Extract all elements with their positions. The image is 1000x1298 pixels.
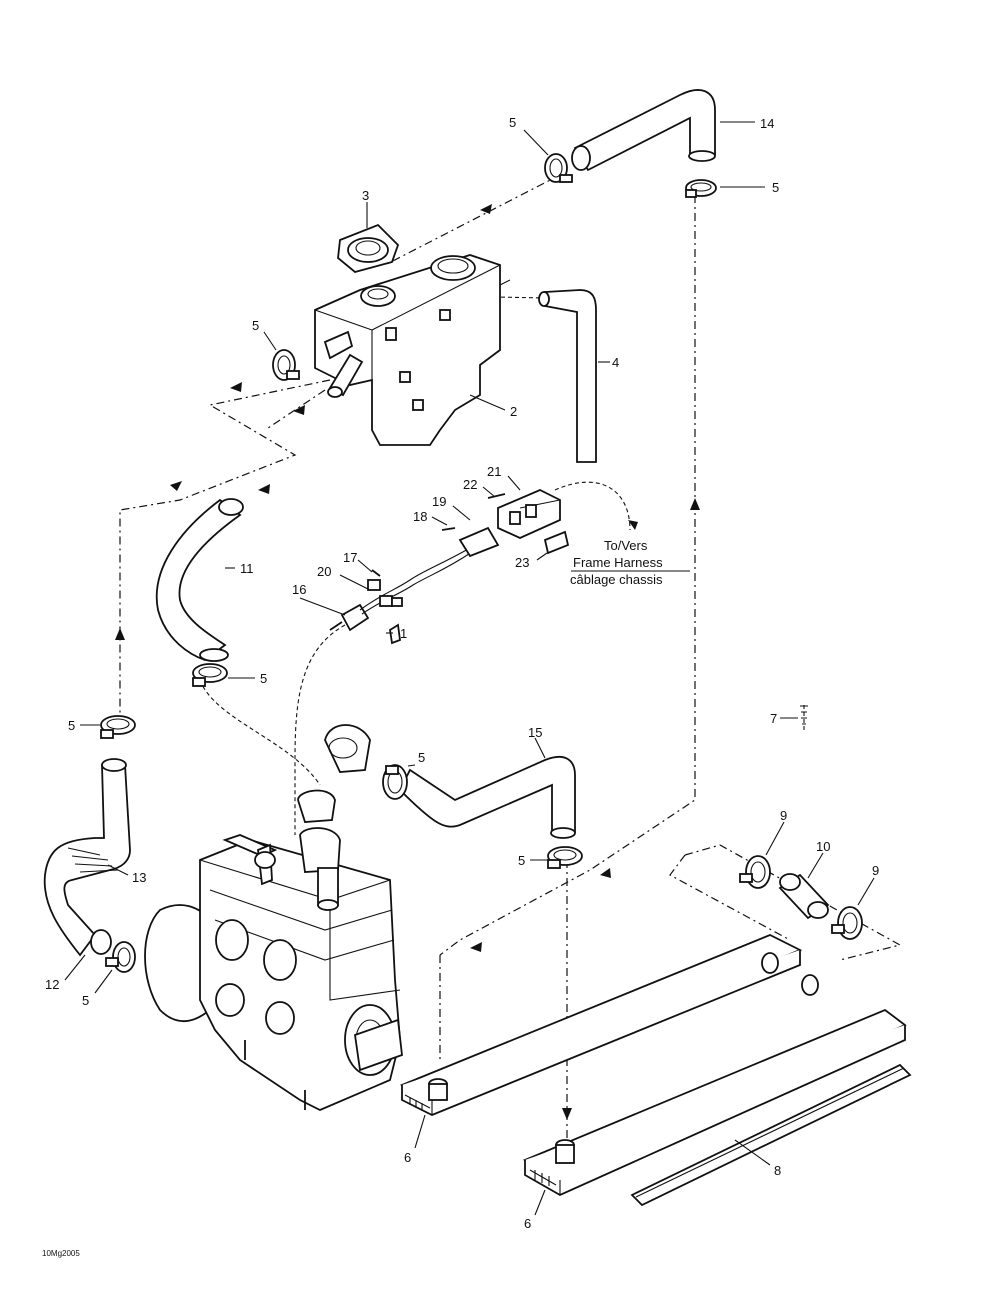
temperature-sensor-16 xyxy=(329,603,401,645)
note-line-2: Frame Harness xyxy=(573,555,663,570)
callout-17: 17 xyxy=(343,550,357,565)
clamp-9-left xyxy=(739,855,771,889)
hose-11 xyxy=(155,498,244,662)
callout-7: 7 xyxy=(770,711,777,726)
callout-11: 11 xyxy=(240,561,254,576)
callout-1: 1 xyxy=(400,626,407,641)
callout-5-g: 5 xyxy=(518,853,525,868)
figure-code: 10Mg2005 xyxy=(42,1249,80,1258)
callout-12: 12 xyxy=(45,977,59,992)
clamp-5-top xyxy=(544,153,573,183)
clamp-9-right xyxy=(831,906,863,940)
callout-6-b: 6 xyxy=(524,1216,531,1231)
flow-lines xyxy=(119,174,902,1140)
callout-5-h: 5 xyxy=(82,993,89,1008)
wiring-harness xyxy=(359,526,500,615)
cap-3 xyxy=(337,223,400,273)
engine-block xyxy=(144,827,403,1111)
callout-23: 23 xyxy=(515,555,529,570)
frame-harness-note: To/Vers Frame Harness câblage chassis xyxy=(570,538,690,587)
rail-8 xyxy=(630,1063,912,1207)
callout-5-d: 5 xyxy=(260,671,267,686)
hose-13 xyxy=(43,758,131,957)
callout-15: 15 xyxy=(528,725,542,740)
callout-20: 20 xyxy=(317,564,331,579)
coolant-reservoir-2 xyxy=(314,254,501,446)
fastener-7 xyxy=(800,705,808,730)
hose-12-end xyxy=(90,929,112,955)
callout-14: 14 xyxy=(760,116,774,131)
hose-14 xyxy=(571,89,716,172)
connector-21 xyxy=(487,489,561,539)
thermostat-housing xyxy=(297,724,371,823)
clamp-5-hose11 xyxy=(192,663,228,687)
callout-22: 22 xyxy=(463,477,477,492)
clamp-5-right xyxy=(685,179,717,198)
callout-9-b: 9 xyxy=(872,863,879,878)
clamp-5-hose13 xyxy=(100,715,136,739)
callout-4: 4 xyxy=(612,355,619,370)
callout-16: 16 xyxy=(292,582,306,597)
clamp-5-hose15 xyxy=(382,764,408,800)
clip-23 xyxy=(543,530,570,555)
callout-2: 2 xyxy=(510,404,517,419)
radiator-6-upper xyxy=(399,934,803,1116)
clamp-5-bottom15 xyxy=(547,846,583,869)
note-line-3: câblage chassis xyxy=(570,572,663,587)
callout-labels: 1 2 3 4 5 5 5 5 5 5 5 5 6 6 7 8 9 9 10 1… xyxy=(45,115,879,1231)
callout-8: 8 xyxy=(774,1163,781,1178)
callout-10: 10 xyxy=(816,839,830,854)
callout-21: 21 xyxy=(487,464,501,479)
hose-10 xyxy=(778,873,830,920)
callout-6-a: 6 xyxy=(404,1150,411,1165)
hose-15 xyxy=(398,755,576,839)
radiator-6-lower xyxy=(522,974,907,1197)
callout-9-a: 9 xyxy=(780,808,787,823)
hose-4 xyxy=(538,289,597,463)
leader-lines xyxy=(64,121,875,1216)
callout-19: 19 xyxy=(432,494,446,509)
clamp-5-reservoir xyxy=(272,349,300,381)
callout-13: 13 xyxy=(132,870,146,885)
note-line-1: To/Vers xyxy=(604,538,648,553)
callout-5-b: 5 xyxy=(772,180,779,195)
callout-5-f: 5 xyxy=(418,750,425,765)
callout-5-c: 5 xyxy=(252,318,259,333)
callout-3: 3 xyxy=(362,188,369,203)
callout-5-a: 5 xyxy=(509,115,516,130)
clamp-5-hose12 xyxy=(105,941,136,973)
callout-5-e: 5 xyxy=(68,718,75,733)
callout-18: 18 xyxy=(413,509,427,524)
